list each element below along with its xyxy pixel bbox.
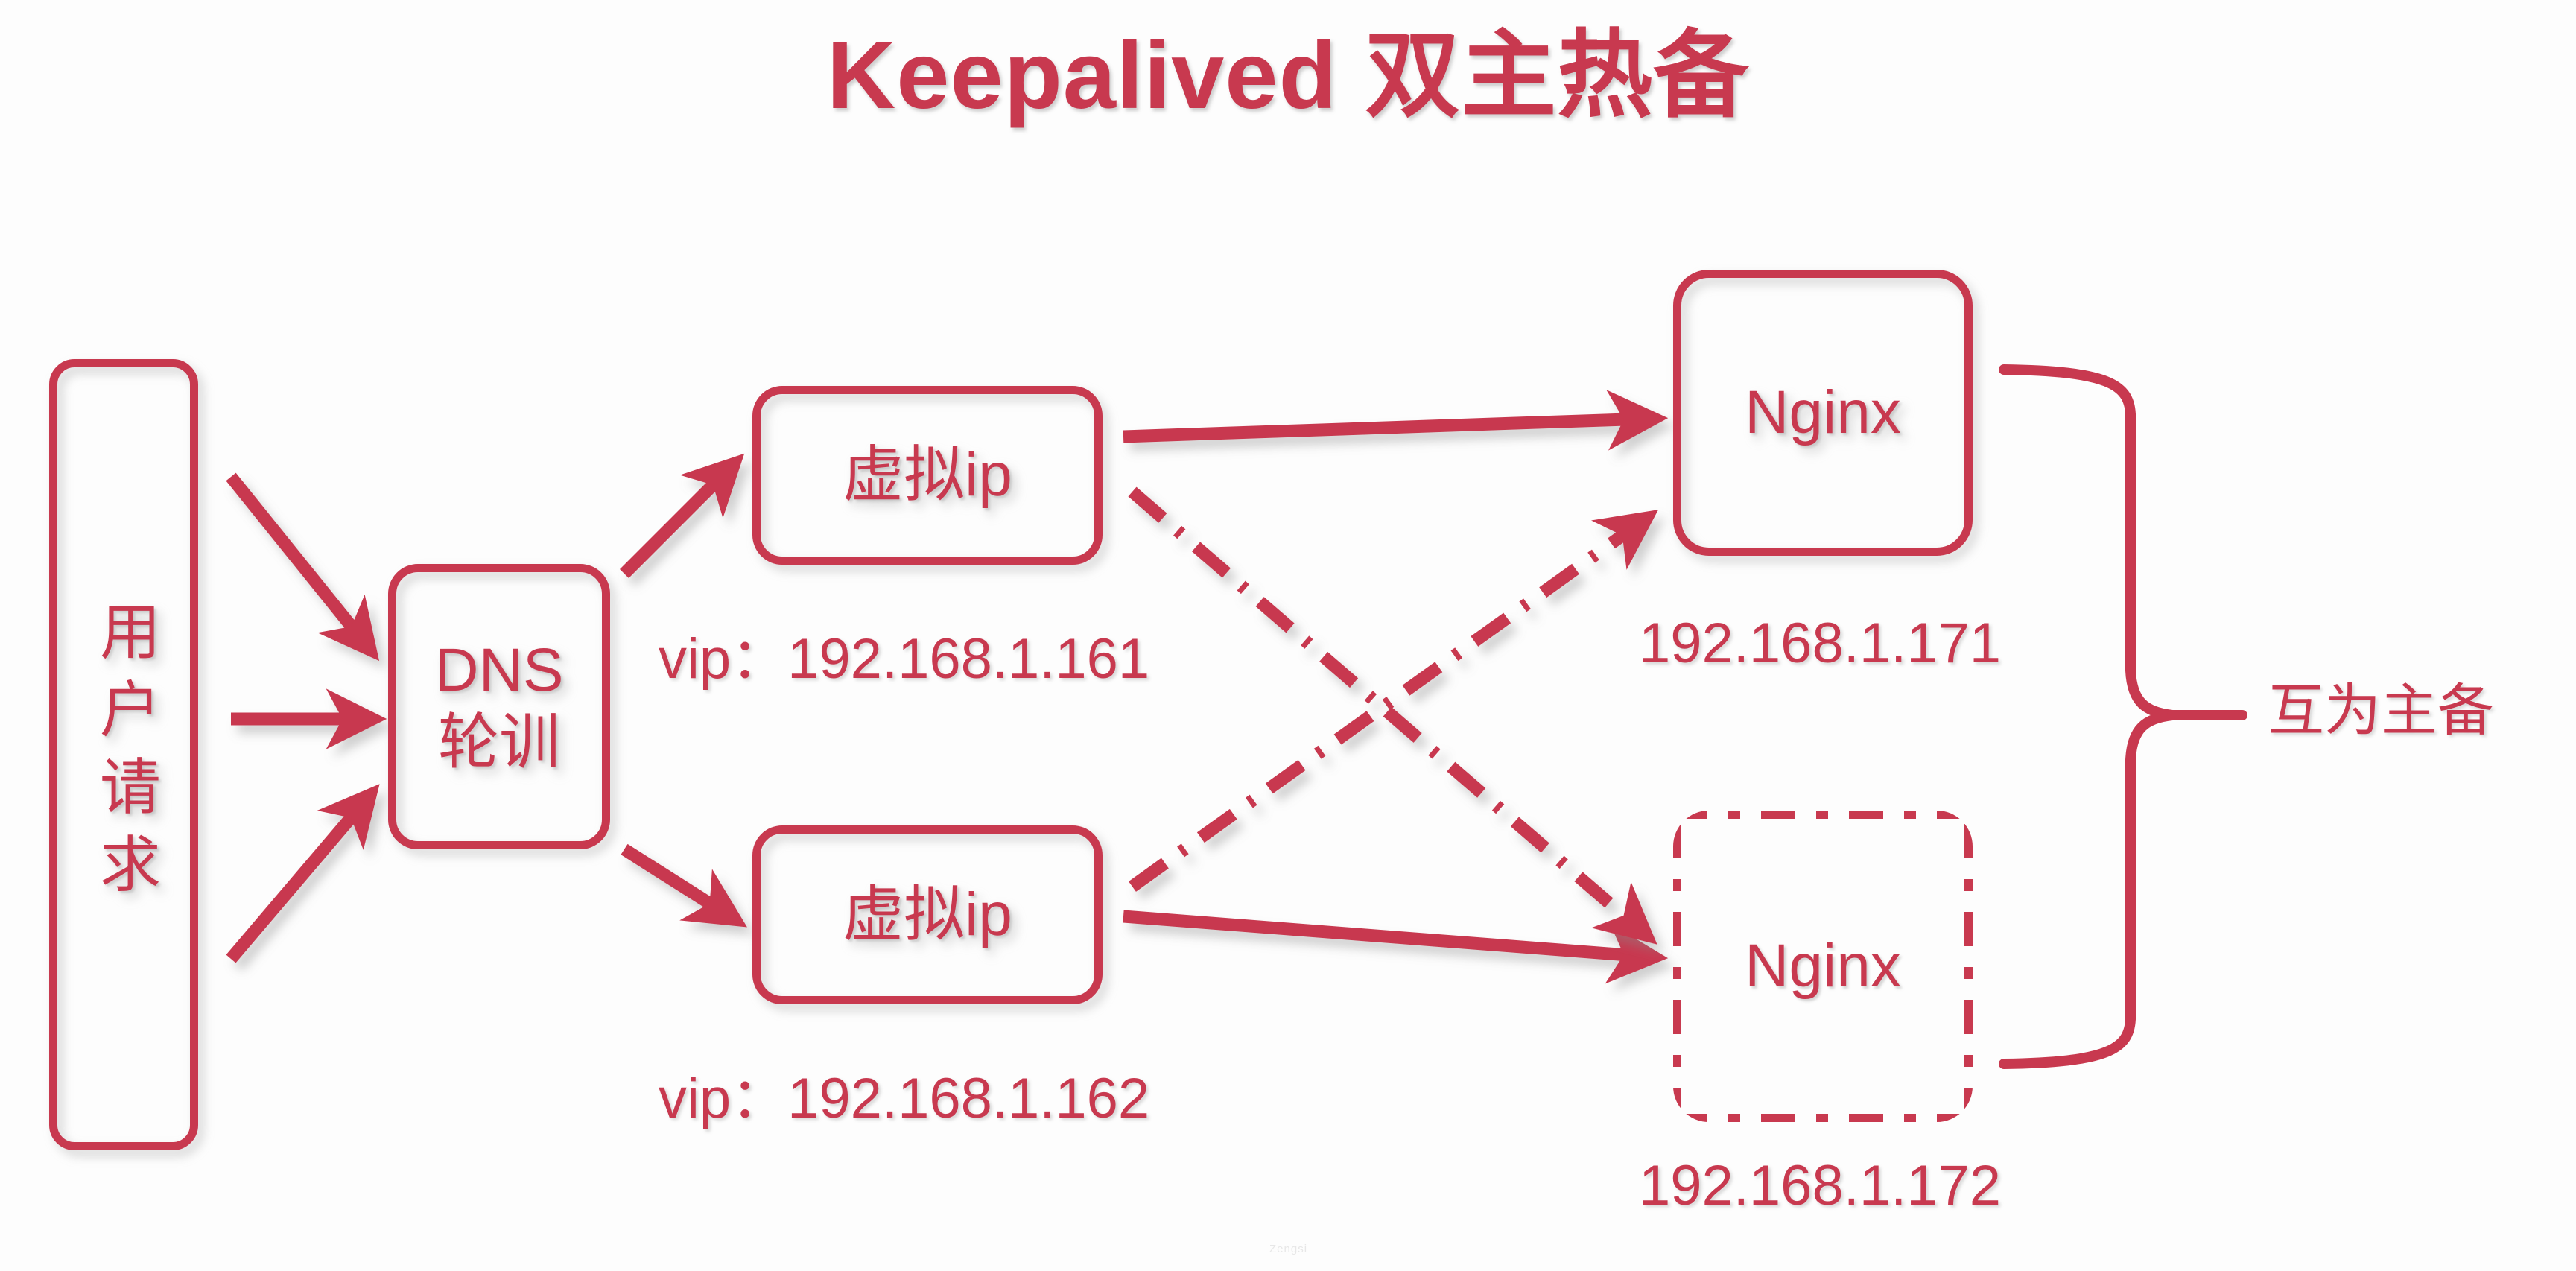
arrow-user-to-dns-top — [226, 472, 380, 662]
arrow-dns-to-vip1 — [619, 453, 745, 579]
arrow-user-to-dns-bottom — [226, 784, 380, 963]
nginx-standby-address-label: 192.168.1.172 — [1639, 1154, 2002, 1217]
vip-1-address-label: vip：192.168.1.161 — [659, 627, 1150, 691]
node-dns-label-line1: DNS — [434, 636, 564, 704]
mutual-standby-brace — [1999, 364, 2247, 1069]
mutual-standby-label: 互为主备 — [2268, 679, 2494, 743]
arrow-dns-to-vip2 — [621, 843, 747, 928]
arrow-vip2-to-nginx2 — [1123, 910, 1669, 984]
node-virtual-ip-1-label: 虚拟ip — [843, 440, 1012, 509]
arrow-vip1-to-nginx1 — [1123, 390, 1669, 451]
node-virtual-ip-2[interactable]: 虚拟ip — [752, 825, 1103, 1004]
watermark: Zengsi — [1269, 1243, 1308, 1255]
node-virtual-ip-1[interactable]: 虚拟ip — [752, 386, 1103, 565]
node-nginx-standby[interactable]: Nginx — [1673, 811, 1973, 1122]
arrow-vip2-to-nginx1 — [1129, 510, 1659, 892]
node-user-request[interactable]: 用户请求 — [49, 359, 198, 1150]
node-user-request-label: 用户请求 — [90, 600, 159, 910]
node-dns-label-line2: 轮训 — [437, 708, 560, 776]
node-virtual-ip-2-label: 虚拟ip — [843, 880, 1012, 948]
node-dns[interactable]: DNS 轮训 — [388, 564, 610, 849]
vip-2-address-label: vip：192.168.1.162 — [659, 1067, 1150, 1130]
node-nginx-primary[interactable]: Nginx — [1673, 270, 1973, 556]
arrow-vip1-to-nginx2 — [1128, 486, 1657, 945]
nginx-primary-address-label: 192.168.1.171 — [1639, 612, 2002, 675]
node-nginx-standby-label: Nginx — [1745, 931, 1901, 1000]
page-title: Keepalived 双主热备 — [826, 22, 1750, 129]
node-nginx-primary-label: Nginx — [1745, 378, 1901, 446]
